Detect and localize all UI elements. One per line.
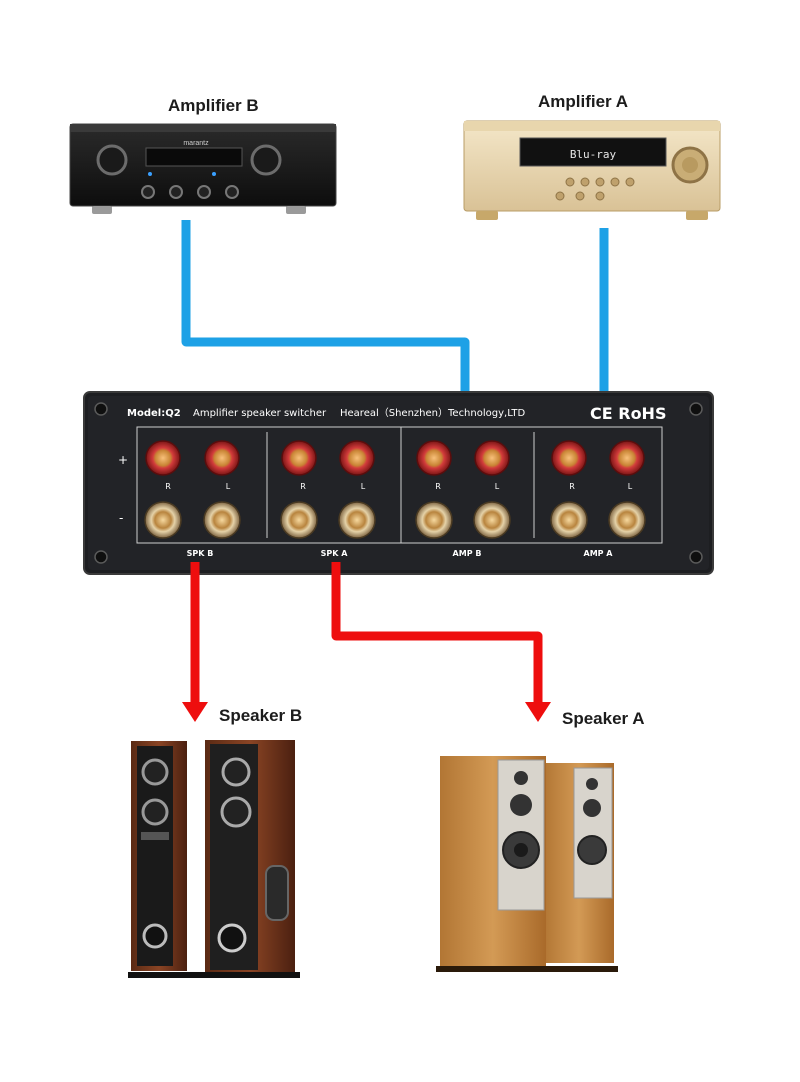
amplifier-a-image: Blu-ray bbox=[463, 120, 721, 220]
speaker-switcher-panel: Model:Q2 Amplifier speaker switcher Hear… bbox=[83, 391, 714, 575]
group-label-spk-a: SPK A bbox=[321, 549, 349, 558]
channel-l-label: L bbox=[628, 482, 633, 491]
panel-model-text: Model:Q2 bbox=[127, 408, 181, 419]
panel-description-text: Amplifier speaker switcher bbox=[193, 408, 327, 419]
speaker-b-image bbox=[128, 740, 300, 978]
channel-r-label: R bbox=[435, 482, 441, 491]
channel-r-label: R bbox=[569, 482, 575, 491]
amplifier-b-label: Amplifier B bbox=[168, 96, 259, 115]
speaker-b-label: Speaker B bbox=[219, 706, 303, 725]
amplifier-a-label: Amplifier A bbox=[538, 92, 629, 111]
amp-a-display-text: Blu-ray bbox=[570, 148, 617, 161]
panel-plus-sign: + bbox=[118, 453, 128, 467]
group-label-spk-b: SPK B bbox=[187, 549, 214, 558]
speaker-a-arrowhead bbox=[525, 702, 551, 722]
group-label-amp-b: AMP B bbox=[453, 549, 482, 558]
terminal-row-positive bbox=[145, 440, 645, 476]
amp-b-brand-text: marantz bbox=[183, 140, 209, 147]
panel-maker-text: Heareal（Shenzhen）Technology,LTD bbox=[340, 407, 526, 419]
panel-cert-text: CE RoHS bbox=[590, 404, 666, 423]
panel-minus-sign: - bbox=[119, 511, 123, 525]
terminal-row-negative bbox=[144, 501, 646, 539]
amplifier-b-image: marantz bbox=[69, 123, 337, 214]
speaker-a-image bbox=[436, 756, 618, 972]
group-label-amp-a: AMP A bbox=[584, 549, 614, 558]
speaker-a-label: Speaker A bbox=[562, 709, 645, 728]
speaker-b-arrowhead bbox=[182, 702, 208, 722]
channel-r-label: R bbox=[300, 482, 306, 491]
speaker-a-output-arrow bbox=[331, 562, 543, 704]
channel-l-label: L bbox=[226, 482, 231, 491]
channel-r-label: R bbox=[165, 482, 171, 491]
channel-l-label: L bbox=[361, 482, 366, 491]
amp-b-input-arrow bbox=[181, 220, 470, 418]
channel-l-label: L bbox=[495, 482, 500, 491]
